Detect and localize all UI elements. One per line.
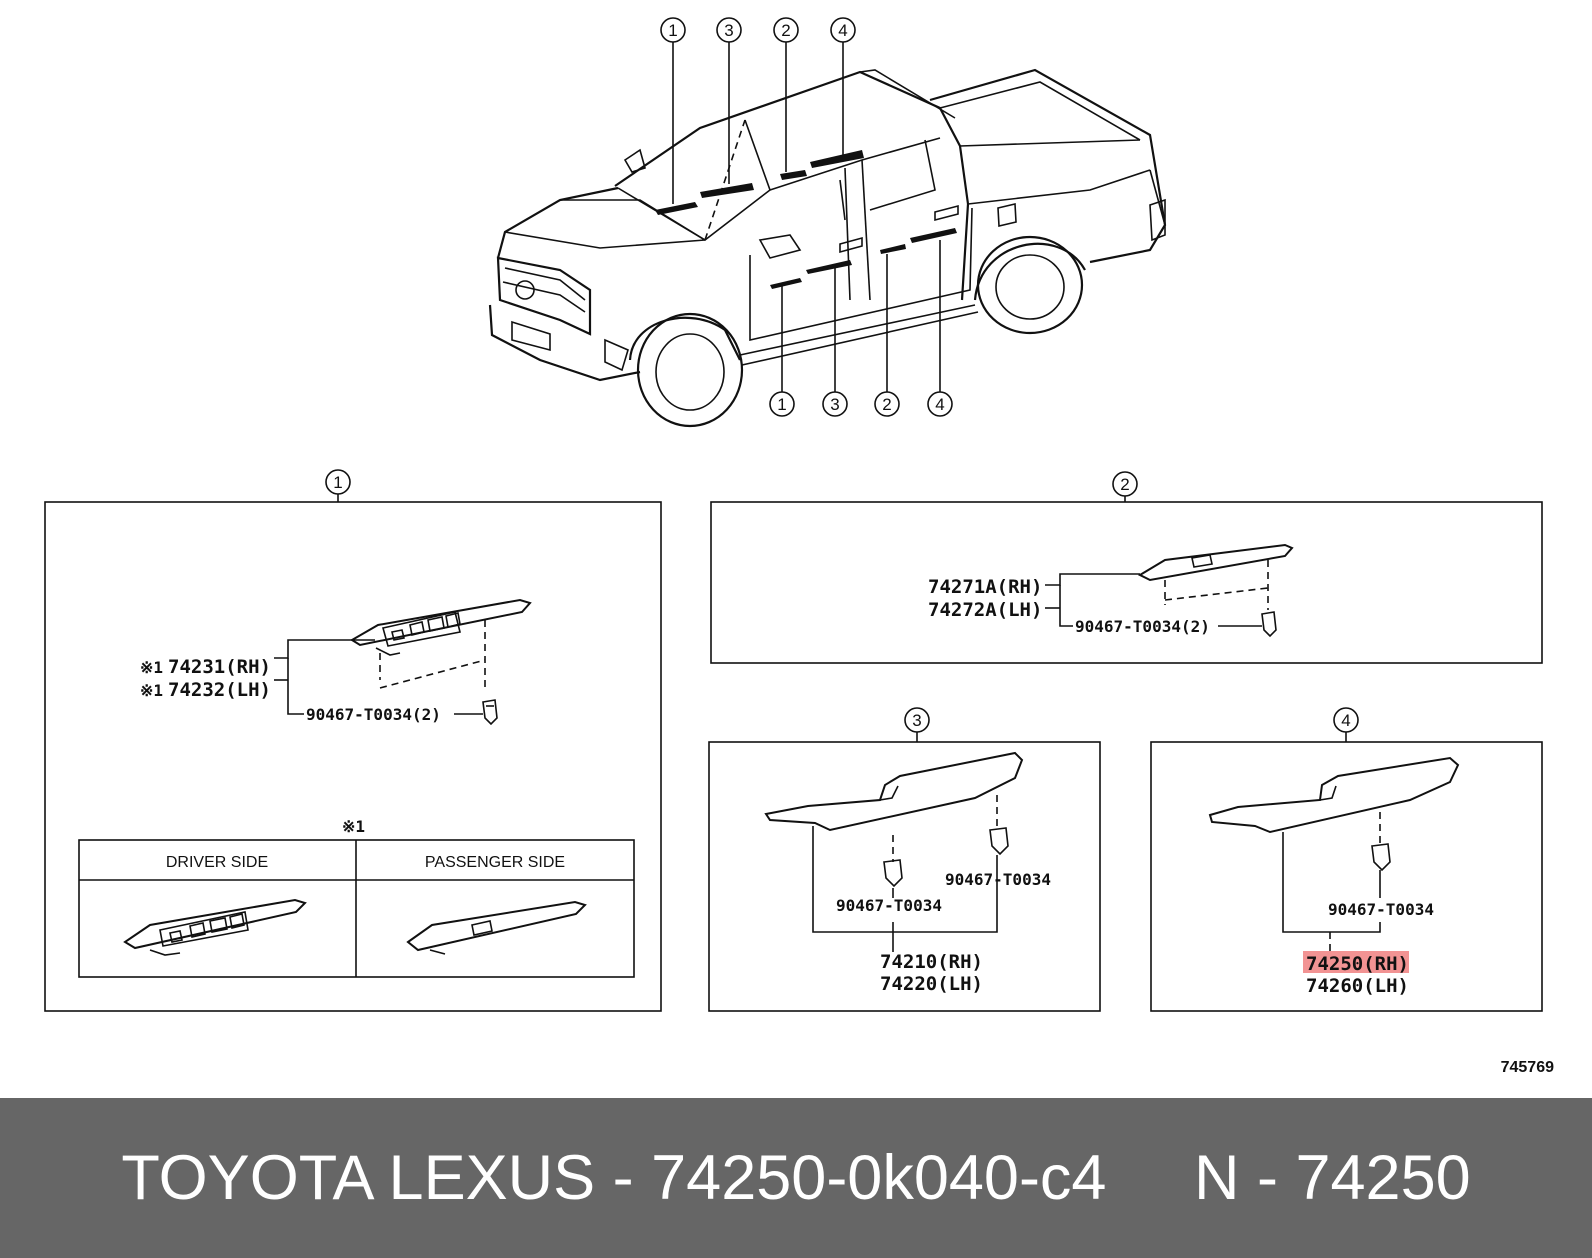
panel-4-trim-board: [1208, 756, 1460, 845]
note-mark-rh: ※1: [140, 658, 163, 677]
part-74260-lh[interactable]: 74260(LH): [1306, 975, 1409, 997]
part-74220-lh[interactable]: 74220(LH): [880, 973, 983, 995]
panel-1-switch-base: [350, 598, 532, 690]
svg-text:1: 1: [333, 473, 342, 492]
svg-text:3: 3: [912, 711, 921, 730]
svg-text:4: 4: [1341, 711, 1350, 730]
callout-bottom-3: 3: [822, 266, 848, 417]
table-header-driver: DRIVER SIDE: [166, 854, 268, 871]
svg-text:3: 3: [724, 21, 733, 40]
svg-text:2: 2: [1120, 475, 1129, 494]
clip-90467-t0034-p4[interactable]: 90467-T0034: [1328, 900, 1434, 919]
part-74271a-rh[interactable]: 74271A(RH): [928, 576, 1042, 598]
note-mark-lh: ※1: [140, 681, 163, 700]
footer-banner: TOYOTA LEXUS - 74250-0k040-c4 N - 74250: [0, 1098, 1592, 1258]
highlight-74250: [1303, 951, 1409, 973]
figure-id: 745769: [1501, 1059, 1554, 1076]
callout-top-4: 4: [830, 17, 856, 156]
svg-text:2: 2: [882, 395, 891, 414]
svg-text:4: 4: [838, 21, 847, 40]
clip-90467-t0034-p3b[interactable]: 90467-T0034: [945, 870, 1051, 889]
panel-4-frame: [1150, 741, 1543, 1012]
panel-2-clip: [1261, 611, 1277, 638]
part-74210-rh[interactable]: 74210(RH): [880, 951, 983, 973]
clip-90467-t0034-p3a[interactable]: 90467-T0034: [836, 896, 942, 915]
panel-3: 3 90467-T0034 90467-T0034 74210(RH) 7422…: [708, 707, 1101, 1012]
callout-top-2: 2: [773, 17, 799, 172]
truck-body: [488, 68, 1167, 428]
callout-bottom-1: 1: [769, 284, 795, 417]
part-74272a-lh[interactable]: 74272A(LH): [928, 599, 1042, 621]
svg-text:4: 4: [935, 395, 944, 414]
svg-text:1: 1: [668, 21, 677, 40]
panel-3-frame: [708, 741, 1101, 1012]
panel-2: 2 74271A(RH) 74272A(LH) 90467-T0034(2): [710, 471, 1543, 664]
passenger-side-switch: [406, 900, 587, 955]
callout-top-3: 3: [716, 17, 742, 184]
truck-illustration: 1 3 2 4 1 3 2: [488, 17, 1167, 428]
part-74250-rh[interactable]: 74250(RH): [1306, 953, 1409, 975]
table-header-passenger: PASSENGER SIDE: [425, 854, 565, 871]
part-74231-rh[interactable]: 74231(RH): [168, 656, 271, 678]
callout-bottom-4: 4: [927, 240, 953, 417]
panel-3-clip-a: [883, 859, 903, 888]
svg-text:2: 2: [781, 21, 790, 40]
svg-text:3: 3: [830, 395, 839, 414]
panel-4: 4 90467-T0034 74250(RH) 74260(LH): [1150, 707, 1543, 1012]
footer-title: TOYOTA LEXUS - 74250-0k040-c4 N - 74250: [121, 1143, 1471, 1213]
panel-3-trim-board: [764, 751, 1024, 862]
clip-90467-t0034-p1[interactable]: 90467-T0034(2): [306, 705, 441, 724]
side-table: DRIVER SIDE PASSENGER SIDE: [78, 839, 635, 978]
part-74232-lh[interactable]: 74232(LH): [168, 679, 271, 701]
panel-2-frame: [710, 501, 1543, 664]
svg-text:1: 1: [777, 395, 786, 414]
panel-1-frame: [44, 501, 662, 1012]
panel-3-clip-b: [989, 827, 1009, 856]
panel-1: 1 ※1 74231(RH) ※1 74232(LH) 9: [44, 469, 662, 1012]
panel-1-clip: [482, 699, 498, 726]
driver-side-switch: [123, 898, 307, 956]
table-note-mark: ※1: [342, 817, 365, 836]
callout-top-1: 1: [660, 17, 686, 204]
panel-4-clip: [1371, 843, 1391, 872]
panel-2-switch-base: [1137, 543, 1294, 610]
clip-90467-t0034-p2[interactable]: 90467-T0034(2): [1075, 617, 1210, 636]
